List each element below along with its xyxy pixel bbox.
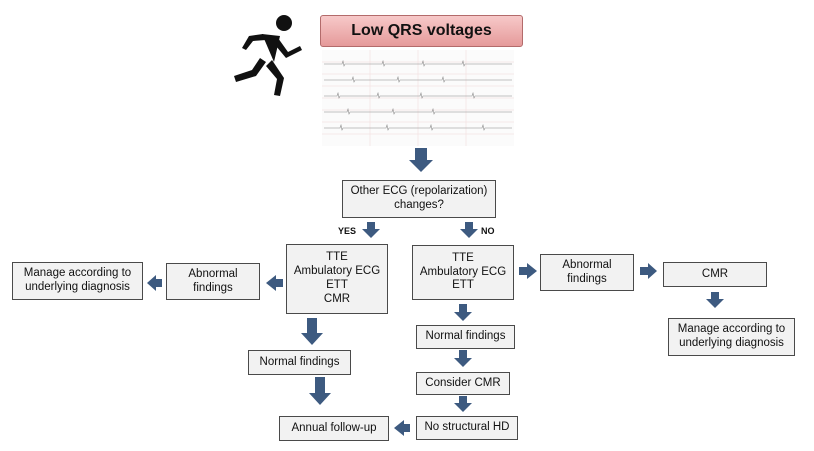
- normal-yes-box: Normal findings: [248, 350, 351, 375]
- no-structural-text: No structural HD: [424, 421, 510, 434]
- tests-no-box: TTE Ambulatory ECG ETT: [412, 245, 514, 300]
- arrow-down-yes-2: [301, 318, 323, 345]
- tests-no-3: ETT: [452, 279, 474, 292]
- question-line-2: changes?: [394, 199, 444, 211]
- arrow-left-3: [394, 420, 410, 436]
- consider-cmr-box: Consider CMR: [416, 372, 510, 395]
- tests-yes-box: TTE Ambulatory ECG ETT CMR: [286, 244, 388, 314]
- arrow-down-no-4: [454, 396, 472, 412]
- question-box: Other ECG (repolarization) changes?: [342, 180, 496, 218]
- consider-cmr-text: Consider CMR: [425, 376, 501, 389]
- arrow-right-2: [640, 263, 657, 279]
- tests-yes-3: ETT: [326, 279, 348, 291]
- annual-followup-text: Annual follow-up: [291, 421, 377, 434]
- title-box: Low QRS voltages: [320, 15, 523, 47]
- manage-right-2: underlying diagnosis: [679, 337, 784, 349]
- abnormal-right-1: Abnormal: [562, 258, 612, 271]
- cmr-right-text: CMR: [701, 267, 729, 280]
- tests-yes-1: TTE: [326, 251, 348, 264]
- manage-left-2: underlying diagnosis: [25, 281, 130, 293]
- tests-no-1: TTE: [452, 251, 474, 264]
- arrow-right-1: [519, 263, 537, 279]
- cmr-right-box: CMR: [663, 262, 767, 287]
- abnormal-left-1: Abnormal: [188, 267, 238, 280]
- normal-no-text: Normal findings: [425, 330, 506, 343]
- arrow-down-cmr: [706, 292, 724, 308]
- yes-label: YES: [338, 226, 357, 236]
- tests-yes-4: CMR: [323, 292, 351, 305]
- tests-yes-2: Ambulatory ECG: [293, 265, 381, 278]
- arrow-down-no: [460, 222, 478, 238]
- manage-left-box: Manage according to underlying diagnosis: [12, 262, 143, 300]
- manage-right-box: Manage according to underlying diagnosis: [668, 318, 795, 356]
- no-structural-box: No structural HD: [416, 416, 518, 440]
- annual-followup-box: Annual follow-up: [279, 416, 389, 441]
- normal-yes-text: Normal findings: [259, 355, 340, 368]
- abnormal-left-box: Abnormal findings: [166, 263, 260, 300]
- title-text: Low QRS voltages: [351, 22, 492, 39]
- manage-left-1: Manage according to: [23, 267, 132, 280]
- question-line-1: Other ECG (repolarization): [350, 185, 488, 198]
- arrow-left-1: [266, 275, 283, 291]
- arrow-down-no-2: [454, 304, 472, 321]
- arrow-down-1: [409, 148, 433, 172]
- abnormal-right-2: findings: [567, 272, 607, 285]
- arrow-down-no-3: [454, 350, 472, 367]
- normal-no-box: Normal findings: [416, 325, 515, 349]
- runner-icon: [234, 15, 302, 96]
- tests-no-2: Ambulatory ECG: [419, 265, 507, 278]
- no-label: NO: [481, 226, 495, 236]
- arrow-down-yes: [362, 222, 380, 238]
- manage-right-1: Manage according to: [677, 323, 786, 336]
- arrow-down-yes-3: [309, 377, 331, 405]
- abnormal-left-2: findings: [193, 281, 233, 294]
- ecg-strip: [322, 50, 514, 146]
- arrow-left-2: [147, 275, 162, 291]
- abnormal-right-box: Abnormal findings: [540, 254, 634, 291]
